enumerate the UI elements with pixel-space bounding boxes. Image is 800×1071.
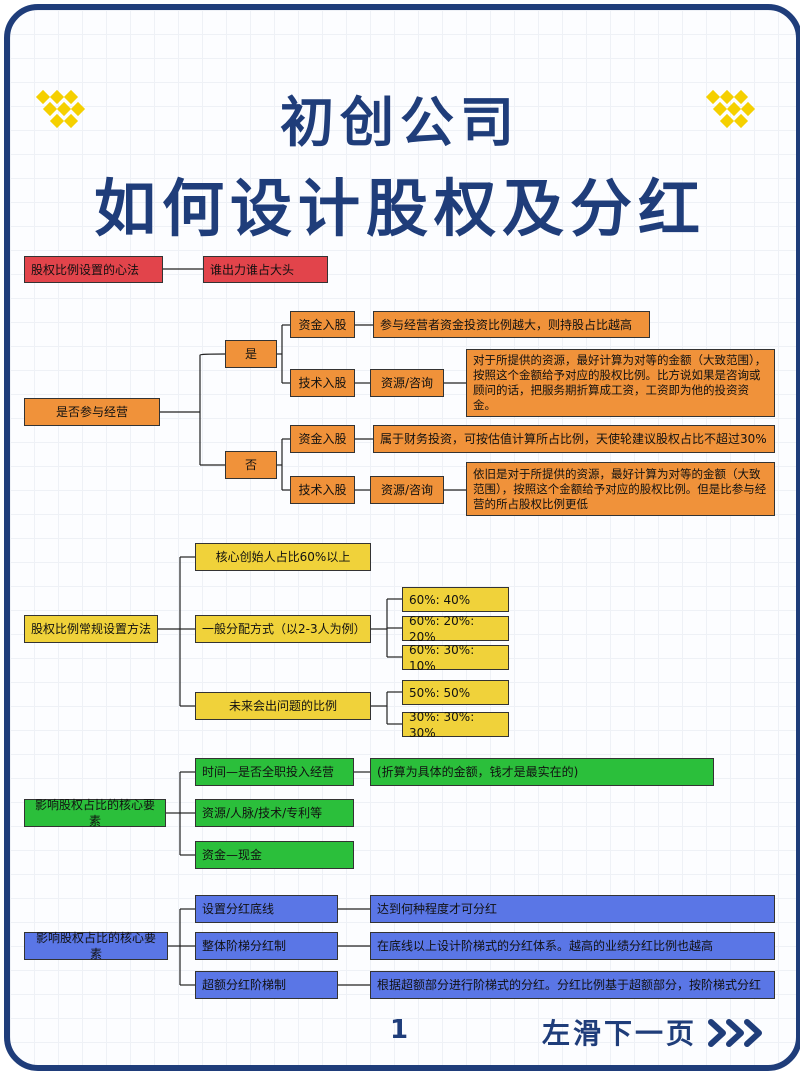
problem-ratio-item-node: 50%: 50% — [402, 680, 509, 705]
method-branch-2-label: 一般分配方式（以2-3人为例） — [202, 622, 366, 636]
factor-time-node: 时间—是否全职投入经营 — [195, 758, 354, 786]
factor-time-desc-text: (折算为具体的金额，钱才是最实在的) — [377, 765, 579, 779]
yes-tech-desc-node: 对于所提供的资源，最好计算为对等的金额（大致范围），按照这个金额给予对应的股权比… — [466, 349, 775, 417]
no-tech-desc-node: 依旧是对于所提供的资源，最好计算为对等的金额（大致范围），按照这个金额给予对应的… — [466, 462, 775, 516]
yes-tech-desc-text: 对于所提供的资源，最好计算为对等的金额（大致范围），按照这个金额给予对应的股权比… — [473, 353, 767, 412]
problem-ratio-item-label: 50%: 50% — [409, 685, 471, 700]
dividend-baseline-label: 设置分红底线 — [202, 902, 275, 916]
mindset-answer-label: 谁出力谁占大头 — [210, 262, 295, 277]
no-tech-mid-label: 资源/咨询 — [380, 483, 434, 497]
title-line-1: 初创公司 — [280, 91, 520, 154]
yes-capital-desc-node: 参与经营者资金投资比例越大，则持股占比越高 — [373, 311, 650, 338]
method-branch-1-label: 核心创始人占比60%以上 — [215, 550, 351, 564]
method-root-node: 股权比例常规设置方法 — [24, 615, 158, 643]
yes-capital-label: 资金入股 — [298, 317, 347, 332]
no-node: 否 — [225, 451, 277, 479]
ratio-item-node: 60%: 20%: 20% — [402, 614, 509, 644]
mindset-root-label: 股权比例设置的心法 — [31, 262, 140, 277]
dividend-root-label: 影响股权占比的核心要素 — [35, 931, 156, 961]
problem-ratio-item-label: 30%: 30%: 30% — [409, 709, 475, 740]
dividend-excess-desc-node: 根据超额部分进行阶梯式的分红。分红比例基于超额部分，按阶梯式分红 — [370, 971, 775, 999]
method-branch-1-node: 核心创始人占比60%以上 — [195, 543, 371, 571]
factor-time-desc-node: (折算为具体的金额，钱才是最实在的) — [370, 758, 714, 786]
ratio-item-label: 60%: 20%: 20% — [409, 613, 475, 644]
yes-tech-label: 技术入股 — [298, 376, 347, 390]
yes-tech-node: 技术入股 — [290, 369, 355, 397]
problem-ratio-item-node: 30%: 30%: 30% — [402, 710, 509, 740]
ratio-item-node: 60%: 40% — [402, 587, 509, 612]
yes-capital-desc-text: 参与经营者资金投资比例越大，则持股占比越高 — [380, 317, 633, 332]
dividend-tiered-label: 整体阶梯分红制 — [202, 939, 287, 953]
participation-root-label: 是否参与经营 — [55, 405, 128, 419]
dividend-excess-desc-text: 根据超额部分进行阶梯式的分红。分红比例基于超额部分，按阶梯式分红 — [377, 978, 762, 992]
method-branch-2-node: 一般分配方式（以2-3人为例） — [195, 615, 371, 643]
yes-node: 是 — [225, 340, 277, 368]
factors-root-node: 影响股权占比的核心要素 — [24, 798, 166, 828]
next-page-label[interactable]: 左滑下一页 — [542, 1017, 698, 1050]
dividend-baseline-desc-node: 达到何种程度才可分红 — [370, 895, 775, 923]
no-capital-desc-text: 属于财务投资，可按估值计算所占比例，天使轮建议股权占比不超过30% — [380, 432, 767, 446]
yes-label: 是 — [244, 347, 257, 361]
method-root-label: 股权比例常规设置方法 — [31, 622, 152, 636]
factor-resources-label: 资源/人脉/技术/专利等 — [202, 806, 323, 820]
no-tech-desc-text: 依旧是对于所提供的资源，最好计算为对等的金额（大致范围），按照这个金额给予对应的… — [473, 466, 767, 511]
mindset-answer-node: 谁出力谁占大头 — [203, 256, 328, 283]
dividend-root-node: 影响股权占比的核心要素 — [24, 931, 168, 961]
method-branch-3-node: 未来会出问题的比例 — [195, 692, 371, 720]
method-branch-3-label: 未来会出问题的比例 — [228, 699, 337, 713]
chevron-right-icon[interactable] — [705, 1018, 775, 1048]
dividend-tiered-desc-node: 在底线以上设计阶梯式的分红体系。越高的业绩分红比例也越高 — [370, 932, 775, 960]
dividend-tiered-node: 整体阶梯分红制 — [195, 932, 338, 960]
no-tech-mid-node: 资源/咨询 — [370, 476, 444, 504]
ratio-item-label: 60%: 40% — [409, 592, 471, 607]
yes-capital-node: 资金入股 — [290, 311, 355, 338]
dividend-baseline-node: 设置分红底线 — [195, 895, 338, 923]
factor-time-label: 时间—是否全职投入经营 — [202, 765, 335, 779]
dividend-excess-label: 超额分红阶梯制 — [202, 978, 287, 992]
dividend-excess-node: 超额分红阶梯制 — [195, 971, 338, 999]
factors-root-label: 影响股权占比的核心要素 — [34, 798, 155, 828]
no-label: 否 — [244, 458, 257, 472]
no-tech-label: 技术入股 — [298, 483, 347, 497]
page-number: 1 — [390, 1015, 409, 1045]
title-line-2: 如何设计股权及分红 — [93, 172, 706, 245]
dividend-tiered-desc-text: 在底线以上设计阶梯式的分红体系。越高的业绩分红比例也越高 — [377, 939, 714, 953]
yes-tech-mid-node: 资源/咨询 — [370, 369, 444, 397]
page-frame — [4, 4, 800, 1071]
mindset-root-node: 股权比例设置的心法 — [24, 256, 163, 283]
no-capital-node: 资金入股 — [290, 425, 355, 453]
yes-tech-mid-label: 资源/咨询 — [380, 376, 434, 390]
no-capital-label: 资金入股 — [298, 432, 347, 446]
no-tech-node: 技术入股 — [290, 476, 355, 504]
ratio-item-node: 60%: 30%: 10% — [402, 643, 509, 673]
no-capital-desc-node: 属于财务投资，可按估值计算所占比例，天使轮建议股权占比不超过30% — [373, 425, 775, 453]
factor-resources-node: 资源/人脉/技术/专利等 — [195, 799, 354, 827]
dividend-baseline-desc-text: 达到何种程度才可分红 — [377, 902, 498, 916]
factor-cash-node: 资金—现金 — [195, 841, 354, 869]
ratio-item-label: 60%: 30%: 10% — [409, 642, 475, 673]
factor-cash-label: 资金—现金 — [202, 848, 263, 862]
participation-root-node: 是否参与经营 — [24, 398, 160, 426]
